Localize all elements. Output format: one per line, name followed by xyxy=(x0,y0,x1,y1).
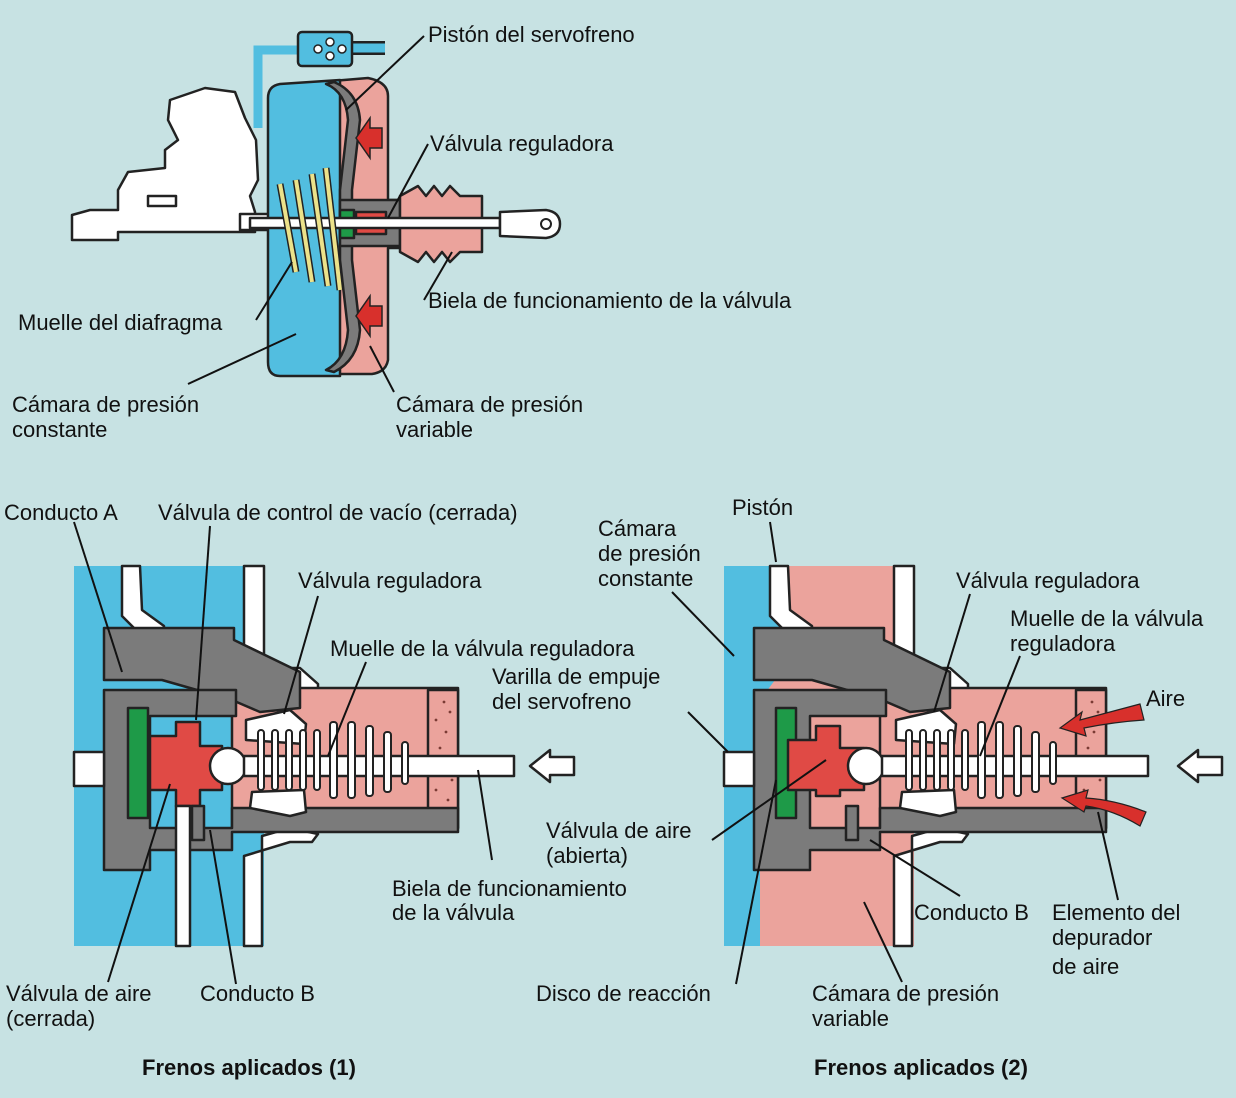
label-variable-chamber-right-l2: variable xyxy=(812,1006,889,1031)
top-booster-illustration xyxy=(70,30,562,378)
label-operating-rod-left-l1: Biela de funcionamiento xyxy=(392,876,627,901)
label-constant-chamber-top-l1: Cámara de presión xyxy=(12,392,199,417)
left-valve-body xyxy=(102,688,460,872)
label-air-valve-right-l1: Válvula de aire xyxy=(546,818,692,843)
label-constant-chamber-top-l2: constante xyxy=(12,417,107,442)
label-control-valve-left: Válvula reguladora xyxy=(298,568,482,593)
label-booster-piston: Pistón del servofreno xyxy=(428,22,635,47)
label-passage-b-right: Conducto B xyxy=(914,900,1029,925)
label-variable-chamber-top-l1: Cámara de presión xyxy=(396,392,583,417)
left-air-valve xyxy=(148,720,224,808)
right-push-arrow xyxy=(1176,748,1224,784)
label-variable-chamber-right-l1: Cámara de presión xyxy=(812,981,999,1006)
label-passage-b-left: Conducto B xyxy=(200,981,315,1006)
top-diaphragm-spring xyxy=(276,167,344,291)
label-air-filter-l3: de aire xyxy=(1052,954,1119,979)
label-operating-rod-left-l2: de la válvula xyxy=(392,900,515,925)
label-passage-a: Conducto A xyxy=(4,500,118,525)
label-control-valve-spring-right-l1: Muelle de la válvula xyxy=(1010,606,1204,631)
label-air-filter-l1: Elemento del xyxy=(1052,900,1180,925)
right-air-arrow-upper xyxy=(1058,703,1145,737)
label-reaction-disc: Disco de reacción xyxy=(536,981,711,1006)
label-control-valve-top: Válvula reguladora xyxy=(430,131,614,156)
top-air-arrow-upper xyxy=(355,115,383,161)
label-air-valve-left-l2: (cerrada) xyxy=(6,1006,95,1031)
label-piston: Pistón xyxy=(732,495,793,520)
label-variable-chamber-top-l2: variable xyxy=(396,417,473,442)
label-constant-chamber-right-l2: de presión xyxy=(598,541,701,566)
label-pushrod-l1: Varilla de empuje xyxy=(492,664,660,689)
left-reaction-disc xyxy=(126,706,150,820)
right-valve-illustration xyxy=(722,564,1224,948)
label-air-valve-left-l1: Válvula de aire xyxy=(6,981,152,1006)
label-control-valve-spring-left: Muelle de la válvula reguladora xyxy=(330,636,635,661)
label-air: Aire xyxy=(1146,686,1185,711)
right-air-arrow-lower xyxy=(1060,789,1147,827)
left-push-arrow xyxy=(528,748,576,784)
label-valve-operating-rod-top: Biela de funcionamiento de la válvula xyxy=(428,288,792,313)
check-valve xyxy=(296,30,354,68)
top-clevis xyxy=(498,208,562,240)
label-constant-chamber-right-l3: constante xyxy=(598,566,693,591)
label-pushrod-l2: del servofreno xyxy=(492,689,631,714)
caption-left: Frenos aplicados (1) xyxy=(142,1055,356,1080)
label-diaphragm-spring: Muelle del diafragma xyxy=(18,310,223,335)
label-control-valve-right: Válvula reguladora xyxy=(956,568,1140,593)
label-air-filter-l2: depurador xyxy=(1052,925,1152,950)
label-air-valve-right-l2: (abierta) xyxy=(546,843,628,868)
label-control-valve-spring-right-l2: reguladora xyxy=(1010,631,1116,656)
master-cylinder xyxy=(70,86,260,242)
label-vacuum-valve: Válvula de control de vacío (cerrada) xyxy=(158,500,518,525)
caption-right: Frenos aplicados (2) xyxy=(814,1055,1028,1080)
left-operating-rod xyxy=(242,754,516,778)
label-constant-chamber-right-l1: Cámara xyxy=(598,516,677,541)
top-air-arrow-lower xyxy=(355,293,383,339)
left-valve-illustration xyxy=(72,564,576,948)
